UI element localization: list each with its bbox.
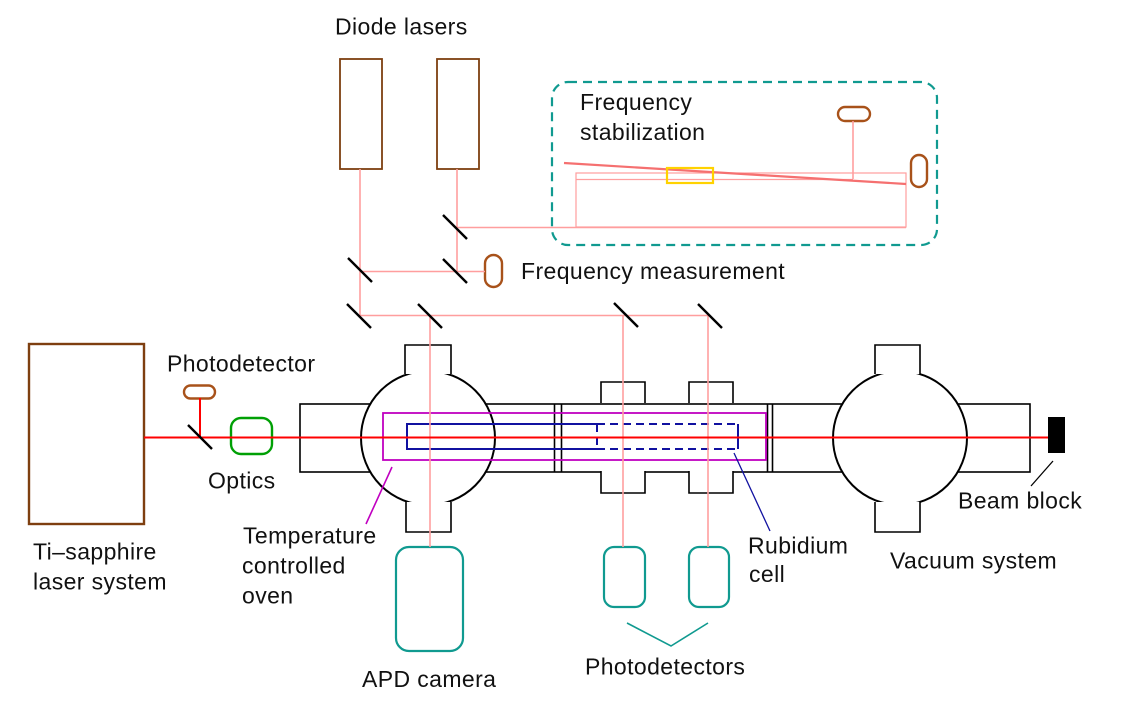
label-temp-oven-2: controlled	[242, 553, 346, 579]
label-frequency-measurement: Frequency measurement	[521, 258, 785, 284]
diode-laser-box-1	[339, 58, 383, 170]
diagram-labels: Diode lasers Frequency stabilization Fre…	[33, 14, 1082, 693]
photodetector-box-2	[687, 545, 731, 609]
port-right-chamber-bottom	[874, 502, 921, 533]
label-temp-oven-3: oven	[242, 583, 293, 609]
label-photodetector: Photodetector	[167, 351, 315, 377]
label-rubidium-2: cell	[749, 561, 785, 587]
stabilization-photodetector-right-icon	[909, 153, 929, 189]
label-diode-lasers: Diode lasers	[335, 14, 468, 40]
port-middle-top-2	[688, 381, 734, 403]
rubidium-cell-callout-line	[733, 452, 771, 532]
beam-splitter-arm-2	[697, 303, 723, 329]
port-middle-bottom-2	[688, 471, 734, 494]
label-photodetectors: Photodetectors	[585, 654, 745, 680]
frequency-stabilization-enclosure	[550, 80, 939, 247]
beam-splitter-apd-arm	[417, 303, 443, 329]
label-apd-camera: APD camera	[362, 666, 496, 692]
beam-block	[1048, 417, 1065, 453]
beam-splitter-stabilization	[442, 214, 468, 240]
label-temp-oven-1: Temperature	[243, 523, 377, 549]
label-optics: Optics	[208, 468, 276, 494]
rubidium-cell-dashed	[596, 423, 738, 450]
cavity-modulator-component	[665, 166, 715, 185]
photodetector-box-1	[602, 545, 647, 609]
label-frequency-stabilization-2: stabilization	[580, 119, 705, 145]
beam-splitter-diode2-measurement	[442, 258, 468, 284]
optics-component	[229, 416, 274, 456]
ti-sapphire-beam	[144, 398, 1048, 439]
beam-splitter-diode1-measurement	[347, 257, 373, 283]
ti-sapphire-laser-box	[27, 342, 146, 526]
label-frequency-stabilization-1: Frequency	[580, 89, 692, 115]
label-rubidium-1: Rubidium	[748, 533, 848, 559]
beam-splitter-arm-1	[613, 302, 639, 328]
beam-splitter-pickoff	[187, 424, 213, 450]
beam-splitter-main-turn	[346, 303, 372, 329]
diode-laser-box-2	[436, 58, 480, 170]
port-left-chamber-top	[404, 344, 452, 374]
label-ti-sapphire-1: Ti–sapphire	[33, 539, 157, 565]
label-beam-block: Beam block	[958, 488, 1082, 514]
port-right-chamber-top	[874, 344, 921, 374]
photodetectors-pointer-bracket	[626, 622, 709, 647]
measurement-photodetector-icon	[483, 253, 504, 289]
port-left-chamber-bottom	[405, 502, 452, 533]
apd-camera-box	[394, 545, 465, 653]
diode-laser-beams	[359, 121, 906, 547]
main-photodetector-icon	[182, 384, 217, 400]
laser-boxes	[27, 58, 480, 526]
stabilization-photodetector-top-icon	[836, 105, 872, 123]
beam-splitters	[187, 214, 723, 450]
label-ti-sapphire-2: laser system	[33, 569, 167, 595]
cavity-tilted-beam	[563, 161, 907, 186]
oven-callout-line	[365, 466, 393, 525]
label-vacuum-system: Vacuum system	[890, 548, 1057, 574]
beam-block-callout-line	[1030, 460, 1054, 487]
